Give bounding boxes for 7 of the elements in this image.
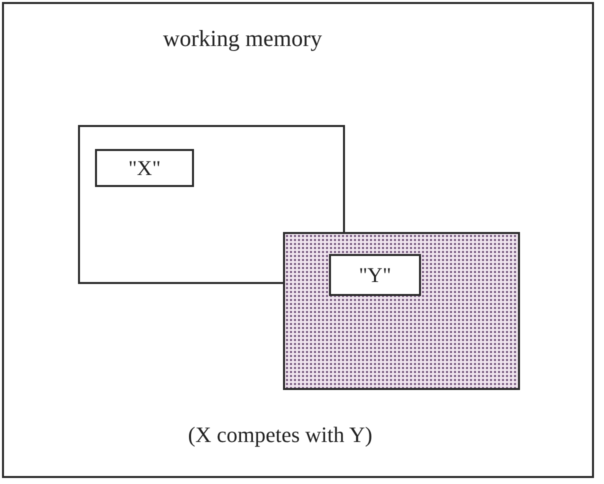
caption-text: (X competes with Y)	[188, 422, 372, 448]
label-box: "Y"	[329, 254, 421, 296]
section-heading: working memory	[163, 26, 322, 52]
region-box	[78, 125, 345, 284]
label-box: "X"	[95, 149, 194, 187]
shaded-region-box	[283, 232, 520, 390]
outer-frame	[2, 2, 594, 478]
